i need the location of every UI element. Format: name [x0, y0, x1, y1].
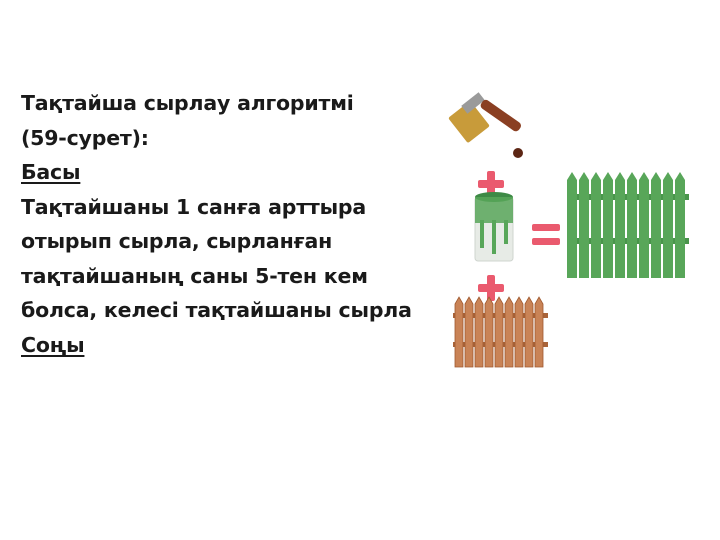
body-line-2: отырып сырла, сырланған: [21, 229, 333, 253]
wooden-fence-icon: [453, 296, 548, 368]
paint-can-icon: [474, 192, 514, 262]
title-line-2: (59-сурет):: [21, 125, 149, 150]
fence-painting-illustration: [448, 92, 689, 368]
start-label: Басы: [21, 160, 81, 184]
body-line-1: Тақтайшаны 1 санға арттыра: [21, 194, 367, 219]
green-fence-icon: [567, 172, 689, 278]
end-label: Соңы: [21, 332, 85, 357]
equals-icon: [532, 224, 560, 245]
body-line-3: тақтайшаның саны 5-тен кем: [21, 263, 368, 288]
paint-brush-icon: [448, 92, 523, 158]
title-line-1: Тақтайша сырлау алгоритмі: [21, 91, 354, 115]
algorithm-text: Тақтайша сырлау алгоритмі (59-сурет): Ба…: [21, 86, 426, 362]
plus-icon: [478, 275, 504, 301]
plus-icon: [478, 171, 504, 197]
body-line-4: болса, келесі тақтайшаны сырла: [21, 298, 412, 322]
